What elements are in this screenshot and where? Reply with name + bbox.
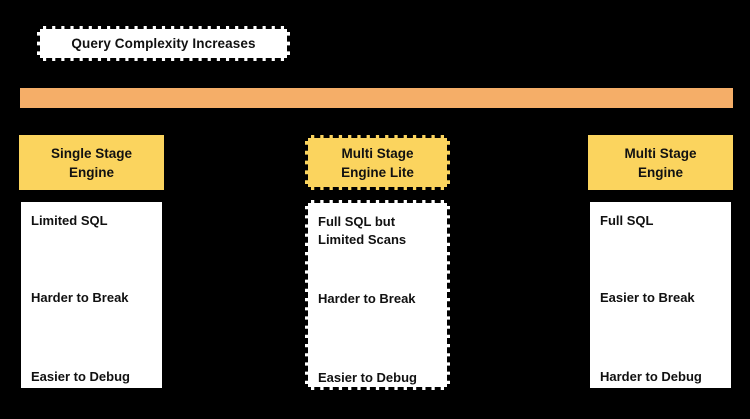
feature-item: Harder to Break	[318, 290, 441, 308]
engine-header-line: Multi Stage	[624, 145, 697, 161]
feature-item: Limited SQL	[31, 212, 156, 230]
query-complexity-caption-label: Query Complexity Increases	[71, 36, 256, 51]
feature-line: Easier to Break	[600, 290, 695, 305]
feature-line: Harder to Break	[31, 290, 129, 305]
feature-item: Easier to Debug	[318, 369, 441, 387]
feature-item: Harder to Debug	[600, 368, 725, 386]
query-complexity-bar	[20, 88, 733, 108]
feature-line: Limited Scans	[318, 232, 407, 247]
engine-header-line: Engine	[68, 164, 114, 180]
feature-line: Harder to Debug	[600, 369, 702, 384]
feature-item: Harder to Break	[31, 289, 156, 307]
engine-header-multi-stage-engine: Multi Stage Engine	[588, 135, 733, 190]
engine-header-single-stage-engine: Single Stage Engine	[19, 135, 164, 190]
feature-line: Harder to Break	[318, 291, 416, 306]
query-complexity-caption: Query Complexity Increases	[37, 26, 290, 61]
engine-header-line: Engine Lite	[341, 164, 414, 180]
feature-line: Limited SQL	[31, 213, 108, 228]
feature-card-multi-stage-engine: Full SQL Easier to Break Harder to Debug	[588, 200, 733, 390]
engine-header-multi-stage-engine-lite: Multi Stage Engine Lite	[305, 135, 450, 190]
engine-header-line: Multi Stage	[341, 145, 414, 161]
engine-header-line: Single Stage	[50, 145, 133, 161]
feature-card-multi-stage-engine-lite: Full SQL but Limited Scans Harder to Bre…	[305, 200, 450, 390]
feature-item: Full SQL	[600, 212, 725, 230]
feature-line: Full SQL but	[318, 214, 396, 229]
feature-card-single-stage-engine: Limited SQL Harder to Break Easier to De…	[19, 200, 164, 390]
engine-header-line: Engine	[637, 164, 683, 180]
feature-item: Easier to Break	[600, 289, 725, 307]
feature-item: Easier to Debug	[31, 368, 156, 386]
column-multi-stage-engine: Multi Stage Engine Full SQL Easier to Br…	[588, 135, 733, 390]
feature-line: Easier to Debug	[318, 370, 417, 385]
feature-line: Easier to Debug	[31, 369, 130, 384]
feature-line: Full SQL	[600, 213, 654, 228]
feature-item: Full SQL but Limited Scans	[318, 213, 441, 249]
column-multi-stage-engine-lite: Multi Stage Engine Lite Full SQL but Lim…	[305, 135, 450, 390]
column-single-stage-engine: Single Stage Engine Limited SQL Harder t…	[19, 135, 164, 390]
